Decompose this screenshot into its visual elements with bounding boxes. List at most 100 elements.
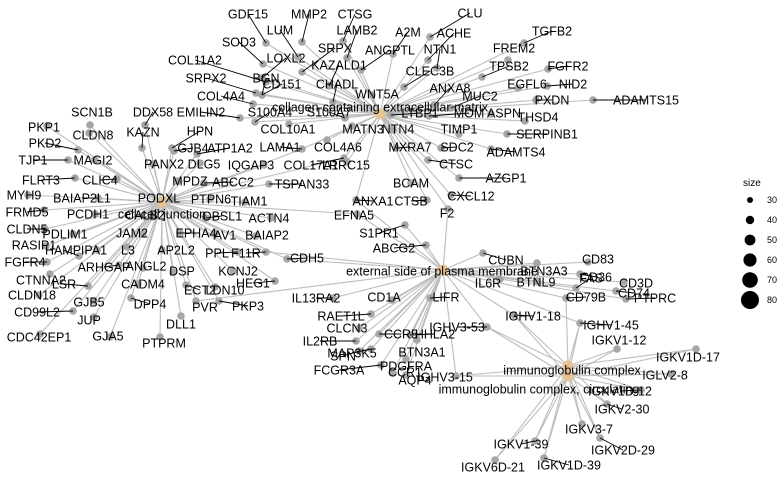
edge-ighv3-53-plasma [442,269,488,328]
edge-flrt3-junction [74,177,163,203]
gene-label-igkv6d-21: IGKV6D-21 [461,461,525,475]
edge-ighv3-15-plasma [442,269,457,377]
gene-label-f11r: F11R [231,247,261,261]
edge-pkp1-junction [46,125,163,203]
gene-label-azgp1: AZGP1 [486,172,527,186]
gene-label-leader-ltbp1 [390,112,421,116]
gene-label-leader-lum [279,29,299,58]
edge-igkv6d-21-ig [494,365,569,461]
edge-anxa1-plasma [355,199,444,271]
legend-label-70: 70 [767,275,777,285]
gene-node-ipa1 [93,246,101,254]
gene-label-sod3: SOD3 [222,36,256,50]
gene-node-igkv3-7 [578,420,586,428]
edge-igkv1d-39-igcirc [543,375,569,459]
edge-igkv2d-29-igcirc [567,375,601,439]
legend-label-80: 80 [767,295,777,305]
legend-label-50: 50 [767,235,777,245]
legend-label-30: 30 [767,195,777,205]
gene-label-leader-s100a4 [254,111,271,123]
gene-label-dll1: DLL1 [166,318,196,332]
gene-label-ighv1-18: IGHV1-18 [505,310,561,324]
edge-kazald1-ecm [328,85,381,115]
gene-label-cd99l2: CD99L2 [14,306,60,320]
gene-label-mmp2: MMP2 [291,8,327,22]
gene-label-heg1: HEG1 [236,277,270,291]
edge-efna5-junction [161,201,358,215]
gene-node-ap2l2 [158,246,166,254]
gene-label-ighv3-15: IGHV3-15 [417,371,473,385]
gene-label-a2m: A2M [395,26,421,40]
gene-label-tiam1: TIAM1 [231,195,268,209]
gene-label-cd36: CD36 [580,271,612,285]
gene-label-myh9: MYH9 [7,189,42,203]
edge-ighv1-18-ig [513,314,569,367]
gene-label-igkv2-30: IGKV2-30 [595,403,650,417]
gene-label-leader-atp1a2 [196,147,231,155]
category-node-plasma [437,264,449,276]
gene-label-ctsb: CTSB [394,195,427,209]
edge-tgfb2-ecm [379,42,525,115]
gene-label-leader-heg1 [252,280,276,284]
gene-label-leader-cxcl12 [450,194,472,197]
gene-node-panx2 [149,160,157,168]
gene-label-cd1a: CD1A [367,291,401,305]
gene-label-col4a4: COL4A4 [197,90,245,104]
gene-node-rasip1 [42,242,50,250]
gene-label-aqp4: AQP4 [398,374,431,388]
gene-label-jam2: JAM2 [116,227,148,241]
edge-jup-junction [93,201,163,318]
gene-label-srpx: SRPX [318,42,353,56]
gene-label-leader-srpx2 [205,77,257,94]
gene-label-leader-ntn1 [436,48,441,69]
gene-label-leader-clu [429,12,471,38]
gene-label-ptpn6: PTPN6 [191,193,231,207]
edge-pdgfra-plasma [405,269,444,360]
edge-mmp2-ecm [301,41,381,115]
edge-gja5-junction [109,201,163,338]
gene-label-leader-kazald1 [328,64,340,87]
gene-label-ptprc: PTPRC [634,292,676,306]
gene-label-cd3d: CD3D [619,277,653,291]
legend-dot-50 [744,234,756,246]
gene-label-pcdh1: PCDH1 [67,208,109,222]
gene-node-egfl6 [514,84,522,92]
gene-node-podxl [167,195,175,203]
gene-label-leader-fas [575,277,592,289]
category-label-junction: cell-cell junction [118,208,206,222]
gene-node-ccr1 [389,369,397,377]
edge-clcn3-plasma [358,269,444,329]
edge-raet1l-plasma [370,269,444,315]
gene-label-arhgap: ARHGAP [78,261,131,275]
gene-label-gjb4: GJB4 [177,142,208,156]
edge-pxdn-ecm [379,99,537,115]
gene-label-ntn1: NTN1 [424,43,457,57]
gene-label-leader-f11r [245,251,267,254]
gene-label-serpinb1: SERPINB1 [516,128,578,142]
gene-label-leader-ddx58 [144,111,154,126]
edge-igkv6d-21-igcirc [494,375,569,461]
gene-node-pcdh1 [91,210,99,218]
gene-node-pvr [192,297,200,305]
gene-label-scn1b: SCN1B [71,106,113,120]
gene-node-matn3 [348,122,356,130]
gene-node-gja5 [106,333,114,341]
edge-igkv1d-17-igcirc [567,348,697,377]
gene-label-ddx58: DDX58 [133,106,173,120]
edge-ldn10-junction [161,201,216,288]
gene-node-angl2 [139,264,147,272]
edge-serpinb1-ecm [379,113,508,135]
gene-label-panx2: PANX2 [144,158,184,172]
gene-node-bcam [407,179,415,187]
edge-ctsb-ecm [379,113,428,201]
gene-label-leader-igkv2d-29 [599,437,624,451]
edge-igkv3-7-igcirc [567,375,583,425]
gene-label-leader-igkv1d-12 [619,389,642,392]
gene-label-cldn5: CLDN5 [7,223,48,237]
edge-adamts4-ecm [379,113,492,150]
edge-ighv1-18-plasma [442,269,515,316]
edge-a2m-ecm [379,53,394,115]
gene-label-timp1: TIMP1 [441,123,478,137]
gene-label-leader-raet1l [340,313,372,317]
